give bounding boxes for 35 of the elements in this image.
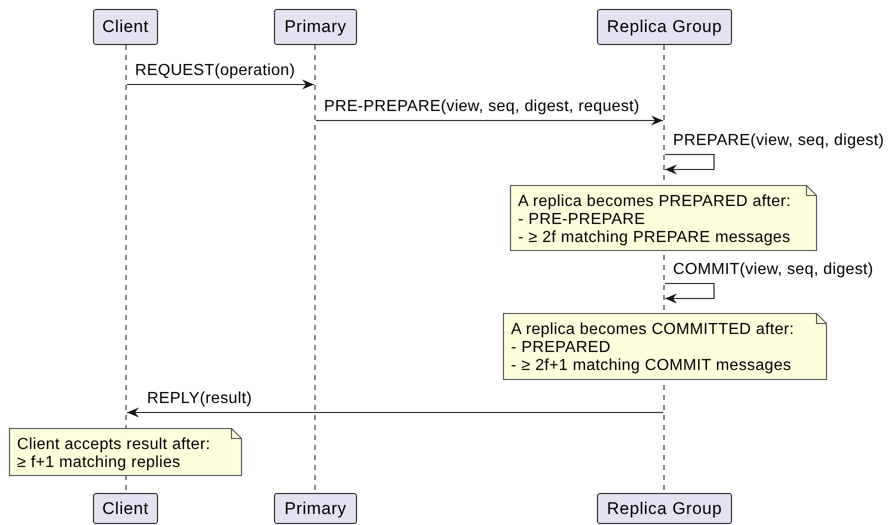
note-card bbox=[503, 313, 827, 380]
note-card bbox=[510, 185, 817, 251]
message-label: COMMIT(view, seq, digest) bbox=[673, 261, 874, 279]
note-text: - ≥ 2f+1 matching COMMIT messages bbox=[511, 357, 792, 375]
note-card bbox=[9, 428, 242, 476]
participant-name: Replica Group bbox=[606, 498, 722, 518]
participant-box bbox=[274, 493, 357, 524]
participant-box bbox=[93, 9, 158, 45]
lifeline bbox=[314, 45, 316, 493]
self-message-arrow bbox=[664, 283, 714, 304]
message-arrow bbox=[316, 116, 664, 126]
message-label: REQUEST(operation) bbox=[135, 62, 296, 80]
lifeline bbox=[125, 45, 127, 493]
message-arrow bbox=[126, 408, 664, 418]
participant-name: Client bbox=[102, 498, 149, 518]
note-text: - PRE-PREPARE bbox=[518, 211, 646, 229]
participant-box bbox=[597, 9, 732, 45]
note-text: ≥ f+1 matching replies bbox=[17, 454, 180, 472]
note-text: A replica becomes COMMITTED after: bbox=[511, 321, 794, 339]
participant-box bbox=[597, 493, 732, 524]
participant-box bbox=[93, 493, 158, 524]
message-label: PRE-PREPARE(view, seq, digest, request) bbox=[324, 98, 640, 116]
message-label: REPLY(result) bbox=[147, 390, 252, 408]
message-label: PREPARE(view, seq, digest) bbox=[673, 132, 884, 150]
note-text: - ≥ 2f matching PREPARE messages bbox=[518, 229, 790, 247]
self-message-arrow bbox=[664, 154, 714, 174]
participant-name: Primary bbox=[284, 498, 347, 518]
participant-box bbox=[274, 9, 357, 45]
message-arrow bbox=[126, 80, 314, 90]
participant-name: Replica Group bbox=[606, 17, 722, 37]
note-text: - PREPARED bbox=[511, 339, 611, 357]
participant-name: Client bbox=[102, 17, 149, 37]
note-text: Client accepts result after: bbox=[17, 436, 210, 454]
participant-name: Primary bbox=[284, 17, 347, 37]
note-text: A replica becomes PREPARED after: bbox=[518, 193, 791, 211]
